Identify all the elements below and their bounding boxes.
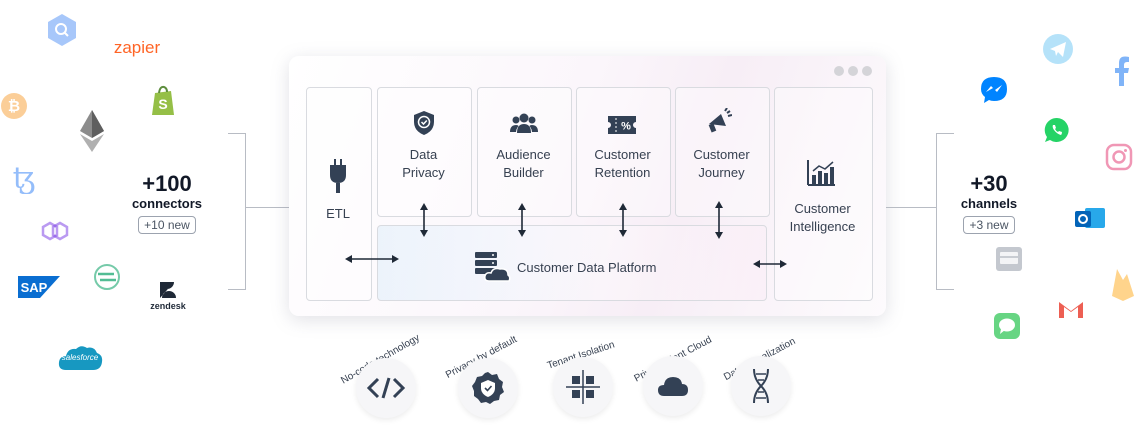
- chart-icon: [807, 160, 835, 191]
- svg-text:SAP: SAP: [21, 280, 48, 295]
- etl-label: ETL: [326, 206, 350, 221]
- google-search-icon: [44, 12, 80, 48]
- sap-logo: SAP: [18, 276, 60, 298]
- plug-icon: [327, 159, 349, 200]
- facebook-icon: [1112, 56, 1132, 86]
- customer-retention-box: [576, 87, 671, 217]
- cdp-box: [377, 225, 767, 301]
- tezos-icon: ꜩ: [10, 160, 38, 194]
- coupon-icon: %: [608, 116, 636, 139]
- outlook-icon: [1075, 203, 1105, 233]
- cdp-intelligence-arrow: [753, 260, 787, 268]
- customer-journey-box: [675, 87, 770, 217]
- salesforce-logo: salesforce: [56, 342, 104, 376]
- left-connector-line: [245, 207, 289, 208]
- feature-privacy: [458, 358, 518, 418]
- polygon-icon: [40, 218, 70, 244]
- feature-no-code: [356, 358, 416, 418]
- right-bracket: [936, 133, 954, 290]
- svg-text:%: %: [621, 121, 631, 133]
- connectors-count: +100: [142, 171, 192, 196]
- segment-icon: [92, 262, 122, 292]
- ethereum-icon: [76, 108, 108, 154]
- etl-box: [306, 87, 372, 301]
- connectors-label: connectors: [131, 196, 203, 211]
- channels-label: channels: [960, 196, 1018, 211]
- journey-cdp-arrow: [715, 201, 723, 239]
- privacy-cdp-arrow: [420, 203, 428, 237]
- right-connector-line: [886, 207, 936, 208]
- zapier-logo: zapier: [113, 38, 161, 57]
- feature-virtualization: [731, 356, 791, 416]
- retention-cdp-arrow: [619, 203, 627, 237]
- cdp-label: Customer Data Platform: [517, 260, 657, 275]
- etl-cdp-arrow: [345, 255, 399, 263]
- gmail-icon: [1058, 298, 1084, 320]
- connectors-new-badge: +10 new: [138, 216, 196, 234]
- imessage-icon: [994, 313, 1020, 339]
- window-dots: [834, 66, 872, 76]
- zendesk-label: zendesk: [150, 301, 186, 311]
- megaphone-icon: [706, 107, 733, 141]
- feature-tenant: [553, 357, 613, 417]
- shield-badge-icon: [472, 372, 504, 404]
- users-icon: [510, 112, 538, 139]
- code-icon: [366, 377, 406, 399]
- audience-builder-box: [477, 87, 572, 217]
- svg-text:₿: ₿: [8, 97, 20, 115]
- firebase-icon: [1110, 266, 1136, 302]
- bitcoin-icon: ₿: [0, 92, 28, 120]
- left-bracket: [228, 133, 246, 290]
- svg-text:ꜩ: ꜩ: [13, 161, 36, 194]
- channels-count: +30: [970, 171, 1008, 196]
- whatsapp-icon: [1044, 117, 1070, 143]
- telegram-icon: [1043, 34, 1073, 64]
- customer-intelligence-box: [774, 87, 873, 301]
- feature-cloud: [643, 356, 703, 416]
- grid-isolation-icon: [566, 370, 600, 404]
- channels-stat: +30 channels +3 new: [946, 172, 1032, 234]
- audience-cdp-arrow: [518, 203, 526, 237]
- svg-text:S: S: [158, 96, 167, 112]
- shopify-icon: S: [148, 84, 178, 118]
- channels-new-badge: +3 new: [963, 216, 1015, 234]
- messenger-icon: [980, 76, 1008, 104]
- instagram-icon: [1105, 143, 1133, 171]
- inbox-icon: [995, 246, 1023, 272]
- dna-icon: [753, 368, 769, 404]
- cloud-icon: [658, 377, 688, 396]
- shield-check-icon: [413, 110, 435, 141]
- zendesk-logo: zendesk: [144, 280, 192, 314]
- connectors-stat: +100 connectors +10 new: [122, 172, 212, 234]
- database-cloud-icon: [475, 252, 511, 287]
